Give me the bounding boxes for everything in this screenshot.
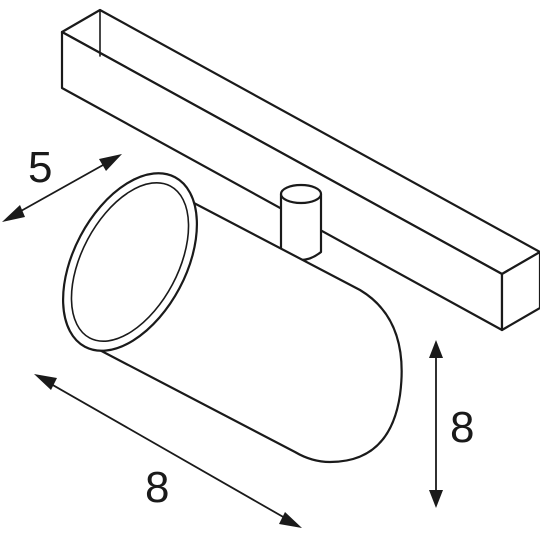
depth-dimension-line — [11, 159, 113, 217]
arrow-head-icon — [99, 154, 122, 171]
length-dimension-label: 8 — [145, 463, 170, 512]
arrow-head-icon — [429, 340, 443, 358]
track-rail — [60, 8, 540, 332]
length-dimension-line — [43, 379, 293, 523]
dimension-height — [429, 340, 443, 508]
arrow-head-icon — [34, 374, 57, 390]
arrow-head-icon — [279, 512, 302, 528]
dimension-depth — [2, 154, 122, 222]
lens-inner-ring — [70, 181, 190, 343]
arrow-head-icon — [429, 490, 443, 508]
stem-top — [279, 183, 323, 205]
adapter-stem — [279, 183, 323, 262]
spotlight-head — [61, 172, 403, 464]
depth-dimension-label: 5 — [28, 143, 53, 192]
rail-end-face — [500, 250, 540, 332]
lens-rim — [61, 172, 199, 352]
arrow-head-icon — [2, 205, 25, 222]
dimension-length — [34, 374, 302, 528]
height-dimension-label: 8 — [450, 403, 475, 452]
